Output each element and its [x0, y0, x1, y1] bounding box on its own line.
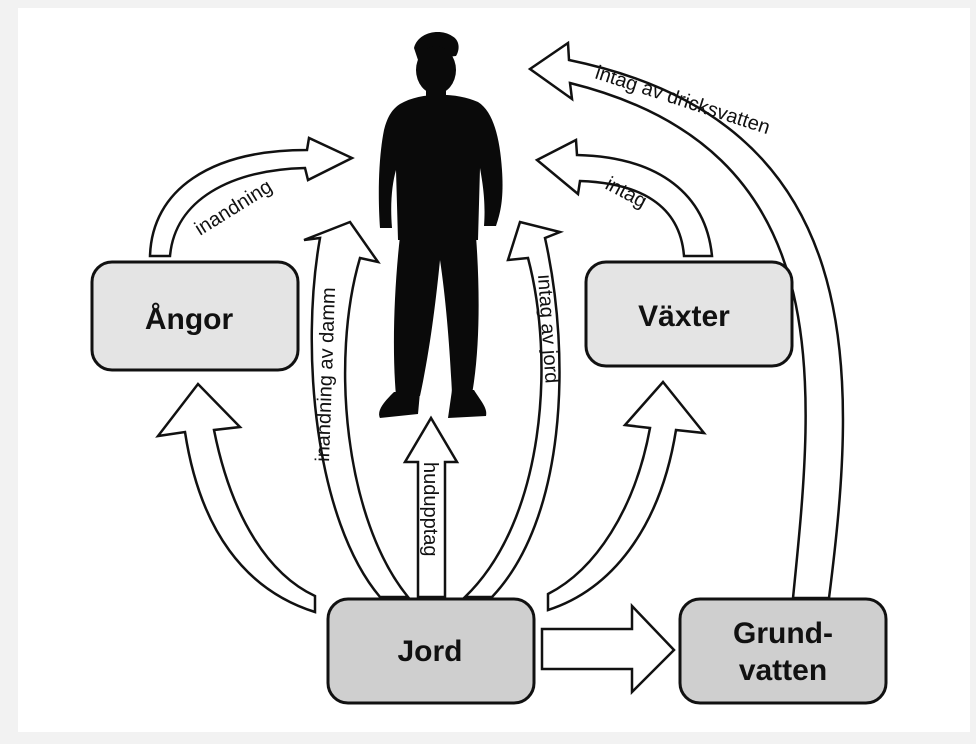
- box-angor: Ångor: [90, 260, 300, 372]
- box-grundvatten-label-line2: vatten: [739, 654, 827, 687]
- person-silhouette-icon: [378, 32, 503, 418]
- box-angor-label: Ångor: [145, 303, 234, 336]
- box-jord-label: Jord: [397, 635, 462, 668]
- arrow-jord-to-vaxter: [546, 380, 707, 612]
- arrow-jord-to-grundvatten: [540, 602, 676, 696]
- arrow-hudupptag: [402, 415, 460, 599]
- arrow-inandning: [148, 136, 355, 258]
- box-grundvatten: Grund- vatten: [678, 597, 888, 705]
- arrow-intag: [534, 138, 714, 258]
- arrow-inandning-av-damm: [303, 220, 411, 599]
- arrow-intag-av-dricksvatten: [527, 40, 845, 600]
- box-vaxter: Växter: [584, 260, 794, 368]
- arrow-intag-av-jord: [461, 220, 565, 599]
- box-grundvatten-label-line1: Grund-: [733, 617, 833, 650]
- box-vaxter-label: Växter: [638, 300, 730, 333]
- arrow-jord-to-angor: [155, 382, 317, 614]
- label-hudupptag: hudupptag: [419, 462, 441, 557]
- box-jord: Jord: [326, 597, 536, 705]
